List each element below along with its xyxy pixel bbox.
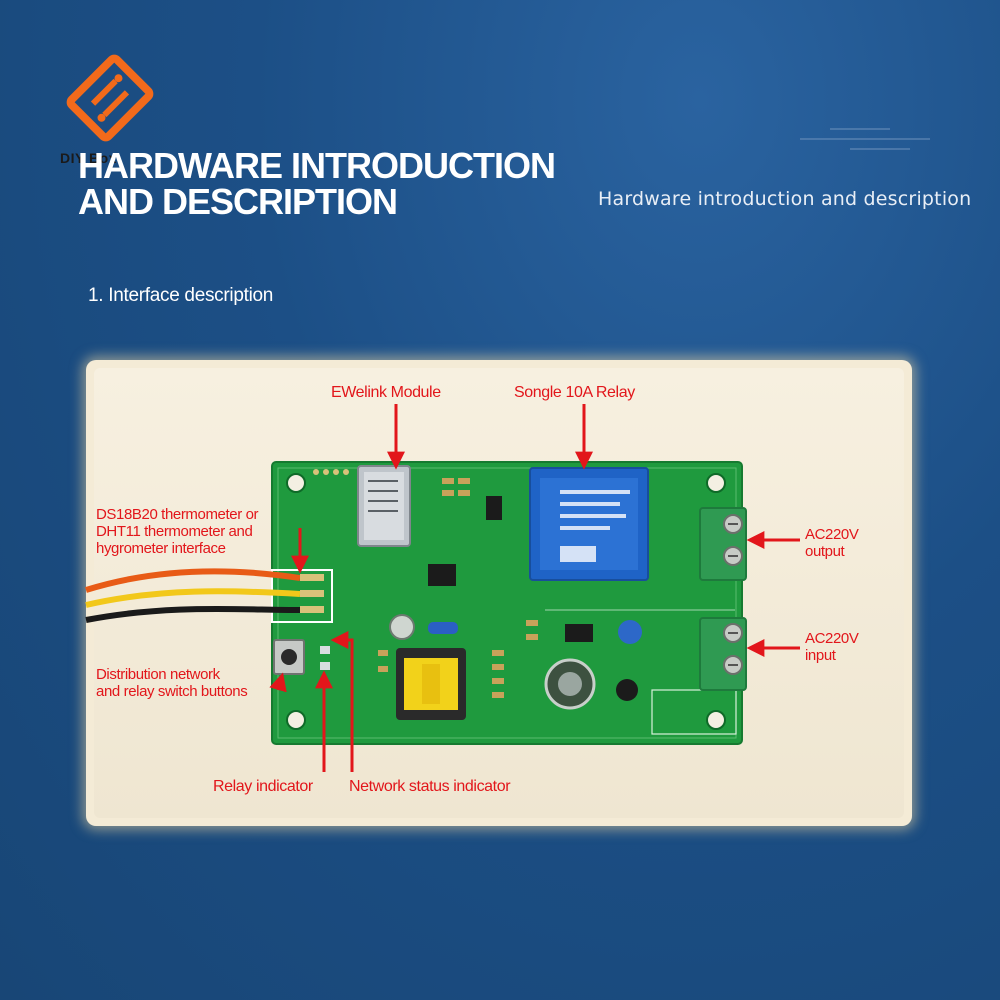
ic-chip (428, 564, 456, 586)
label-output-line-2: output (805, 543, 845, 560)
label-sensor-line-2: DHT11 thermometer and (96, 523, 253, 540)
label-ewelink-module: EWelink Module (331, 384, 441, 401)
label-sensor-interface: DS18B20 thermometer or DHT11 thermometer… (96, 506, 259, 557)
mount-hole (286, 710, 306, 730)
decorative-lines (800, 128, 930, 150)
label-ac-input: AC220V input (805, 630, 859, 664)
capacitor-blue (428, 622, 458, 634)
label-network-indicator: Network status indicator (349, 778, 511, 795)
ic-chip (565, 624, 593, 642)
capacitor-ceramic (616, 679, 638, 701)
sensor-wires (85, 568, 301, 623)
header-pins (313, 469, 349, 475)
label-relay-indicator: Relay indicator (213, 778, 313, 795)
input-terminal-block (699, 617, 747, 691)
arrow-network-indicator (330, 631, 354, 772)
page-title-line-1: HARDWARE INTRODUCTION (78, 145, 556, 186)
ic-chip (486, 496, 502, 520)
page-subtitle: Hardware introduction and description (598, 188, 972, 210)
capacitor-electrolytic (389, 614, 415, 640)
label-ac-output: AC220V output (805, 526, 859, 560)
relay-indicator-led (320, 662, 330, 670)
label-input-line-1: AC220V (805, 630, 859, 647)
section-heading: 1. Interface description (88, 285, 274, 306)
capacitor-ceramic (618, 620, 642, 644)
page-title-line-2: AND DESCRIPTION (78, 181, 398, 222)
brand-logo-text: DIY Box (60, 150, 117, 166)
mount-hole (706, 710, 726, 730)
brand-logo-icon (66, 54, 154, 142)
label-songle-relay: Songle 10A Relay (514, 384, 635, 401)
output-terminal-block (699, 507, 747, 581)
label-buttons-line-2: and relay switch buttons (96, 683, 248, 700)
label-sensor-line-3: hygrometer interface (96, 540, 226, 557)
pcb-board (271, 461, 743, 745)
label-buttons: Distribution network and relay switch bu… (96, 666, 248, 700)
label-buttons-line-1: Distribution network (96, 666, 220, 683)
mount-hole (286, 473, 306, 493)
label-input-line-2: input (805, 647, 836, 664)
pcb-outline (277, 467, 737, 739)
mount-hole (706, 473, 726, 493)
network-indicator-led (320, 646, 330, 654)
page-title: HARDWARE INTRODUCTION AND DESCRIPTION (78, 145, 556, 222)
arrow-buttons (269, 672, 287, 693)
label-output-line-1: AC220V (805, 526, 859, 543)
pcb-silkscreen-box (651, 689, 737, 735)
label-sensor-line-1: DS18B20 thermometer or (96, 506, 259, 523)
